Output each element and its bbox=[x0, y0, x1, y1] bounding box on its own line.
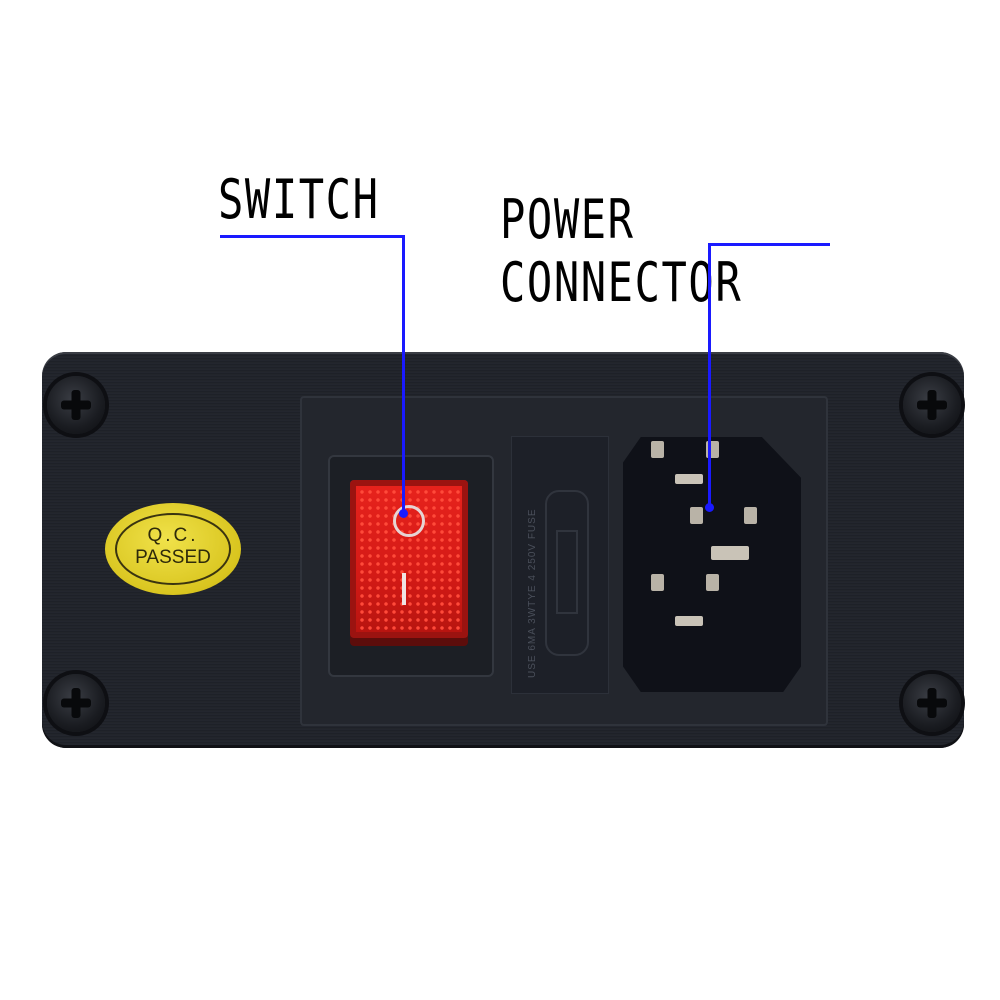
pin-bot-l bbox=[651, 574, 664, 591]
qc-passed-sticker: Q.C. PASSED bbox=[105, 503, 241, 595]
switch-leader-dot bbox=[399, 509, 408, 518]
power-connector-label: POWER CONNECTOR bbox=[500, 188, 743, 314]
pin-mid-contact bbox=[711, 546, 749, 560]
fuse-icon bbox=[545, 490, 589, 656]
rocker-on-symbol-icon bbox=[402, 573, 406, 605]
qc-sticker-line1: Q.C. bbox=[147, 525, 199, 546]
fuse-holder-text: USE 6MA 3WTYE 4 250V FUSE bbox=[527, 508, 538, 679]
fuse-icon-bar bbox=[556, 530, 578, 614]
rocker-off-symbol-icon bbox=[393, 505, 425, 537]
rocker-switch[interactable] bbox=[350, 480, 468, 638]
pin-bot-r bbox=[706, 574, 719, 591]
power-leader-horizontal bbox=[708, 243, 830, 246]
screw-bottom-left bbox=[47, 674, 105, 732]
pin-mid-l bbox=[690, 507, 703, 524]
fuse-holder[interactable] bbox=[511, 436, 609, 694]
screw-top-right bbox=[903, 376, 961, 434]
pin-bot-contact bbox=[675, 616, 703, 626]
switch-leader-horizontal bbox=[220, 235, 405, 238]
power-leader-dot bbox=[705, 503, 714, 512]
power-leader-vertical bbox=[708, 243, 711, 508]
pin-top-l bbox=[651, 441, 664, 458]
qc-sticker-ring bbox=[115, 513, 231, 585]
qc-sticker-line2: PASSED bbox=[135, 547, 211, 568]
switch-leader-vertical bbox=[402, 235, 405, 515]
iec-c14-inlet[interactable] bbox=[623, 437, 801, 692]
screw-bottom-right bbox=[903, 674, 961, 732]
pin-mid-r bbox=[744, 507, 757, 524]
switch-label: SWITCH bbox=[218, 168, 380, 231]
pin-top-contact bbox=[675, 474, 703, 484]
screw-top-left bbox=[47, 376, 105, 434]
